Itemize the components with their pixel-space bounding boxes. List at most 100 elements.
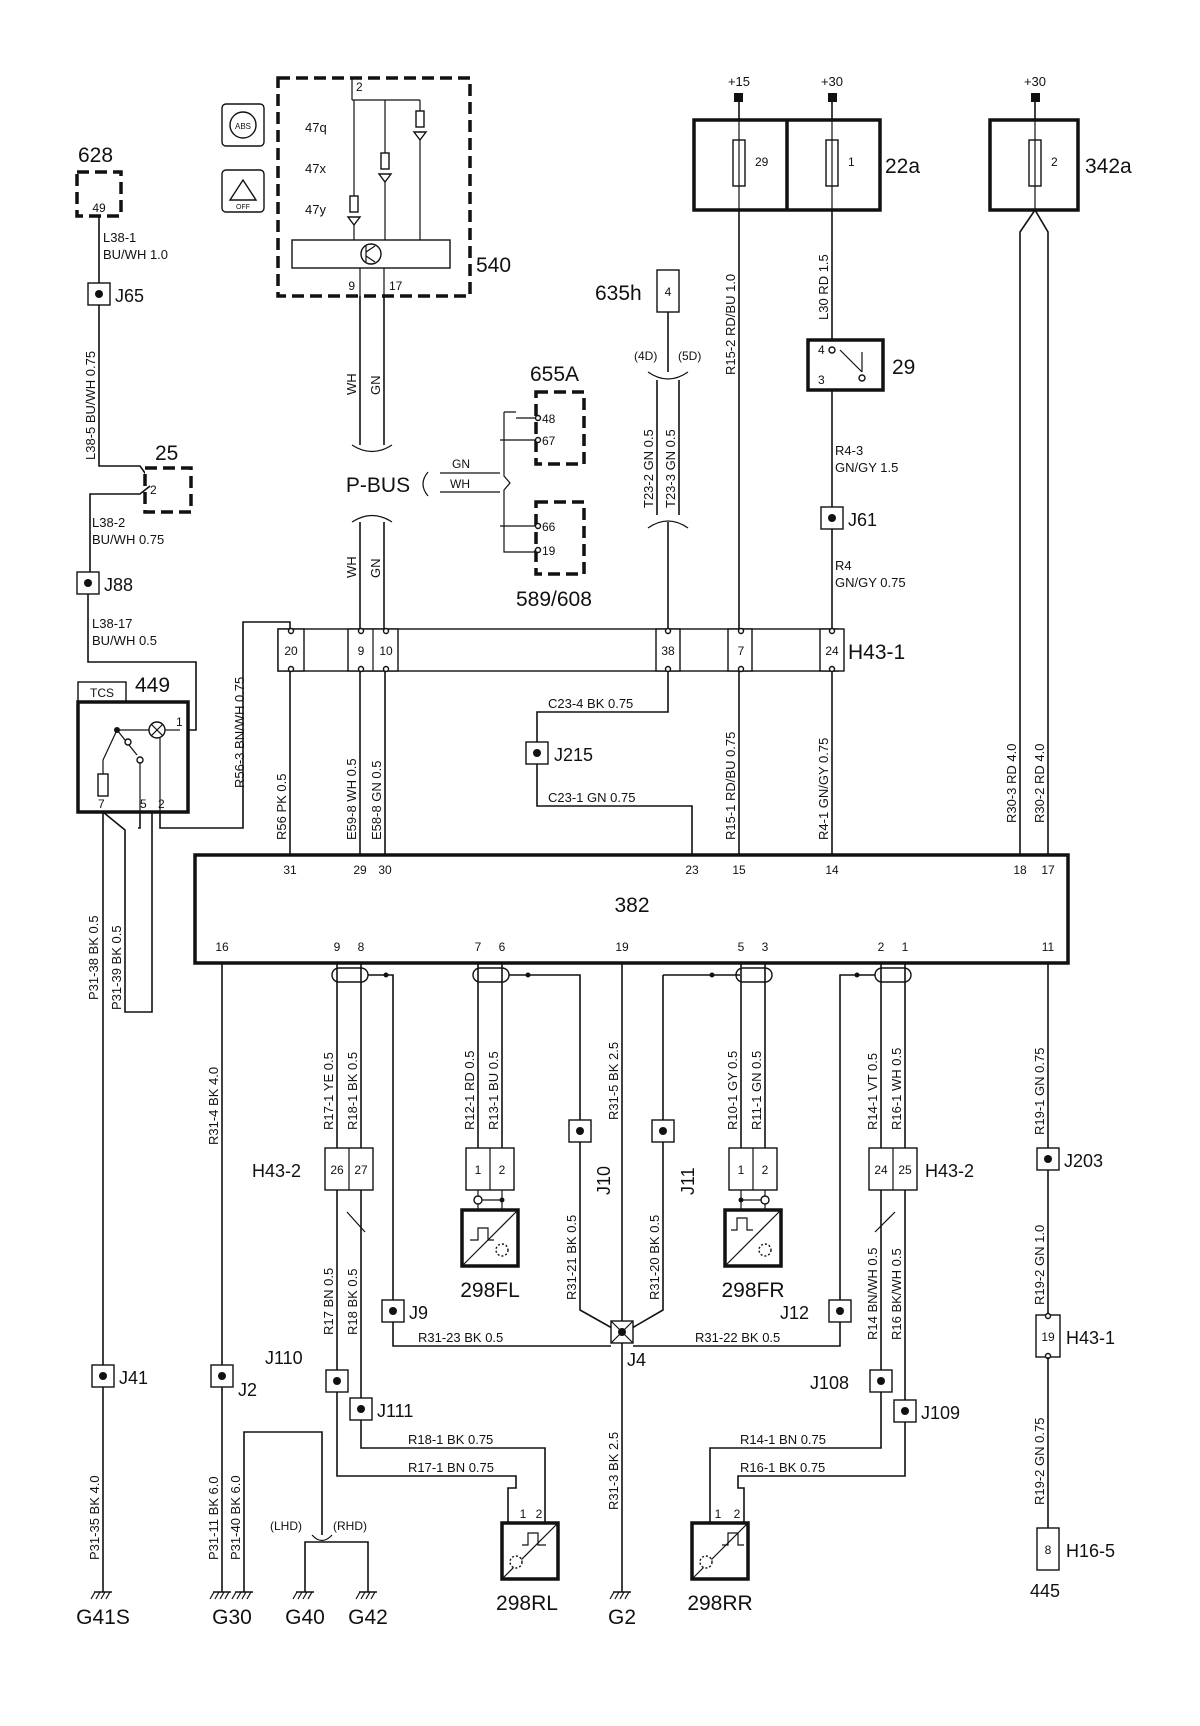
fuse-box-22a-label: 22a — [885, 155, 920, 178]
wire-r31-5: R31-5 BK 2.5 — [606, 1042, 621, 1120]
joint-J215-label: J215 — [554, 745, 593, 765]
pbus-wh-label: WH — [450, 477, 470, 491]
ground-icon — [609, 1591, 631, 1600]
connector-H43-2-left: H43-2 26 27 — [252, 1147, 374, 1191]
wire-r4-spec: GN/GY 0.75 — [835, 575, 906, 590]
connector-H43-1-lower-label: H43-1 — [1066, 1328, 1115, 1348]
wire-l38-1-spec: BU/WH 1.0 — [103, 247, 168, 262]
joint-J108: J108 — [810, 1369, 893, 1393]
tcs-pin5: 5 — [140, 797, 147, 811]
connector-H16-5-label: H16-5 — [1066, 1541, 1115, 1561]
wire-c23-1: C23-1 GN 0.75 — [548, 790, 635, 805]
wire-r56-3: R56-3 BN/WH 0.75 — [232, 677, 247, 788]
wire-r17: R17 BN 0.5 — [321, 1268, 336, 1335]
connector-635h-label: 635h — [595, 282, 642, 305]
wire-r14: R14 BN/WH 0.5 — [865, 1248, 880, 1340]
component-445-label: 445 — [1030, 1581, 1060, 1601]
wire-r10-1: R10-1 GY 0.5 — [725, 1051, 740, 1130]
joint-J2-label: J2 — [238, 1380, 257, 1400]
wire-l38-17-spec: BU/WH 0.5 — [92, 633, 157, 648]
connector-589-pin19: 19 — [542, 544, 556, 558]
control-module-382-label: 382 — [614, 894, 649, 917]
ground-G42-label: G42 — [348, 1606, 388, 1629]
sensor-298FL-label: 298FL — [460, 1279, 520, 1302]
transistor-icon — [360, 243, 382, 265]
joint-J109: J109 — [893, 1399, 960, 1423]
wire-r4: R4 — [835, 558, 852, 573]
tcs-pin7: 7 — [98, 797, 105, 811]
h43-1-pin-terminal — [287, 627, 295, 635]
joint-J10: J10 — [568, 1119, 614, 1195]
sensor-298FR-pin1: 1 — [738, 1163, 745, 1177]
gear-icon — [699, 1555, 713, 1569]
supply-plus30: +30 — [821, 74, 843, 89]
wire-t23-3: T23-3 GN 0.5 — [663, 429, 678, 508]
wire-p31-38: P31-38 BK 0.5 — [86, 915, 101, 1000]
connector-628-pin: 49 — [92, 201, 106, 215]
wire-r17-1: R17-1 YE 0.5 — [321, 1052, 336, 1130]
wire-r31-3: R31-3 BK 2.5 — [606, 1432, 621, 1510]
module-382-top-pin: 14 — [825, 863, 839, 877]
abs-icon-text: ABS — [235, 122, 251, 131]
gear-icon — [758, 1243, 772, 1257]
relay-29-label: 29 — [892, 356, 915, 379]
wire-l30: L30 RD 1.5 — [816, 254, 831, 320]
terminal-plus15 — [734, 93, 743, 102]
module-540-pin17: 17 — [389, 279, 403, 293]
sensor-298FR-pin2: 2 — [762, 1163, 769, 1177]
wire-wh-down: WH — [344, 556, 359, 578]
wire-e59-8: E59-8 WH 0.5 — [344, 758, 359, 840]
module-382-bottom-pin: 1 — [902, 940, 909, 954]
h43-2-pin24: 24 — [874, 1163, 888, 1177]
wire-r13-1: R13-1 BU 0.5 — [486, 1051, 501, 1130]
tcs-off-icon: OFF — [221, 169, 265, 213]
ground-icon — [231, 1591, 253, 1600]
h43-1-pin-terminal — [287, 665, 295, 673]
tcs-pin1: 1 — [176, 715, 183, 729]
abs-warning-icon: ABS — [221, 103, 265, 147]
variant-rhd: (RHD) — [333, 1519, 367, 1533]
wire-e58-8: E58-8 GN 0.5 — [369, 761, 384, 841]
connector-655A-pin67: 67 — [542, 434, 556, 448]
wire-r16-1: R16-1 WH 0.5 — [889, 1048, 904, 1130]
module-382-top-pin: 18 — [1013, 863, 1027, 877]
module-540-pin9: 9 — [348, 279, 355, 293]
lamp-47x-label: 47x — [305, 161, 326, 176]
supply-plus15: +15 — [728, 74, 750, 89]
h43-1-pin-terminal — [737, 627, 745, 635]
h43-1-pin-terminal — [664, 627, 672, 635]
relay-29: 4 3 29 — [806, 338, 915, 392]
module-540: 540 47q 47x 47y 2 9 17 — [276, 76, 511, 298]
joint-J12-label: J12 — [780, 1303, 809, 1323]
wire-r19-1: R19-1 GN 0.75 — [1032, 1048, 1047, 1135]
connector-H16-5-pin: 8 — [1045, 1543, 1052, 1557]
connector-635h-pin: 4 — [665, 285, 672, 299]
wire-wh-up: WH — [344, 373, 359, 395]
h43-1-pin19: 19 — [1041, 1330, 1055, 1344]
module-382-bottom-pin: 2 — [878, 940, 885, 954]
joint-J4-label: J4 — [627, 1350, 646, 1370]
wire-r16-1-harness: R16-1 BK 0.75 — [740, 1460, 825, 1475]
wire-l38-2: L38-2 — [92, 515, 125, 530]
module-382-top-pin: 23 — [685, 863, 699, 877]
wire-c23-4: C23-4 BK 0.75 — [548, 696, 633, 711]
h43-1-pin-terminal — [828, 665, 836, 673]
sensor-signal-icon — [522, 1532, 546, 1546]
tcs-pin2: 2 — [158, 797, 165, 811]
joint-J41-label: J41 — [119, 1368, 148, 1388]
variant-5d: (5D) — [678, 349, 701, 363]
connector-635h: 635h 4 — [595, 269, 680, 313]
wire-l38-17: L38-17 — [92, 616, 132, 631]
lamp-47q-label: 47q — [305, 120, 327, 135]
h43-1-pin: 9 — [358, 644, 365, 658]
off-icon-text: OFF — [236, 204, 250, 211]
terminal-plus30-b — [1031, 93, 1040, 102]
wire-r4-3: R4-3 — [835, 443, 863, 458]
module-382-top-pin: 29 — [353, 863, 367, 877]
power-supply: +15 +30 +30 — [728, 74, 1046, 120]
module-382-bottom-pin: 11 — [1042, 940, 1055, 954]
joint-J203-label: J203 — [1064, 1151, 1103, 1171]
sensor-298FL-pin2: 2 — [499, 1163, 506, 1177]
relay-29-pin4: 4 — [818, 343, 825, 357]
